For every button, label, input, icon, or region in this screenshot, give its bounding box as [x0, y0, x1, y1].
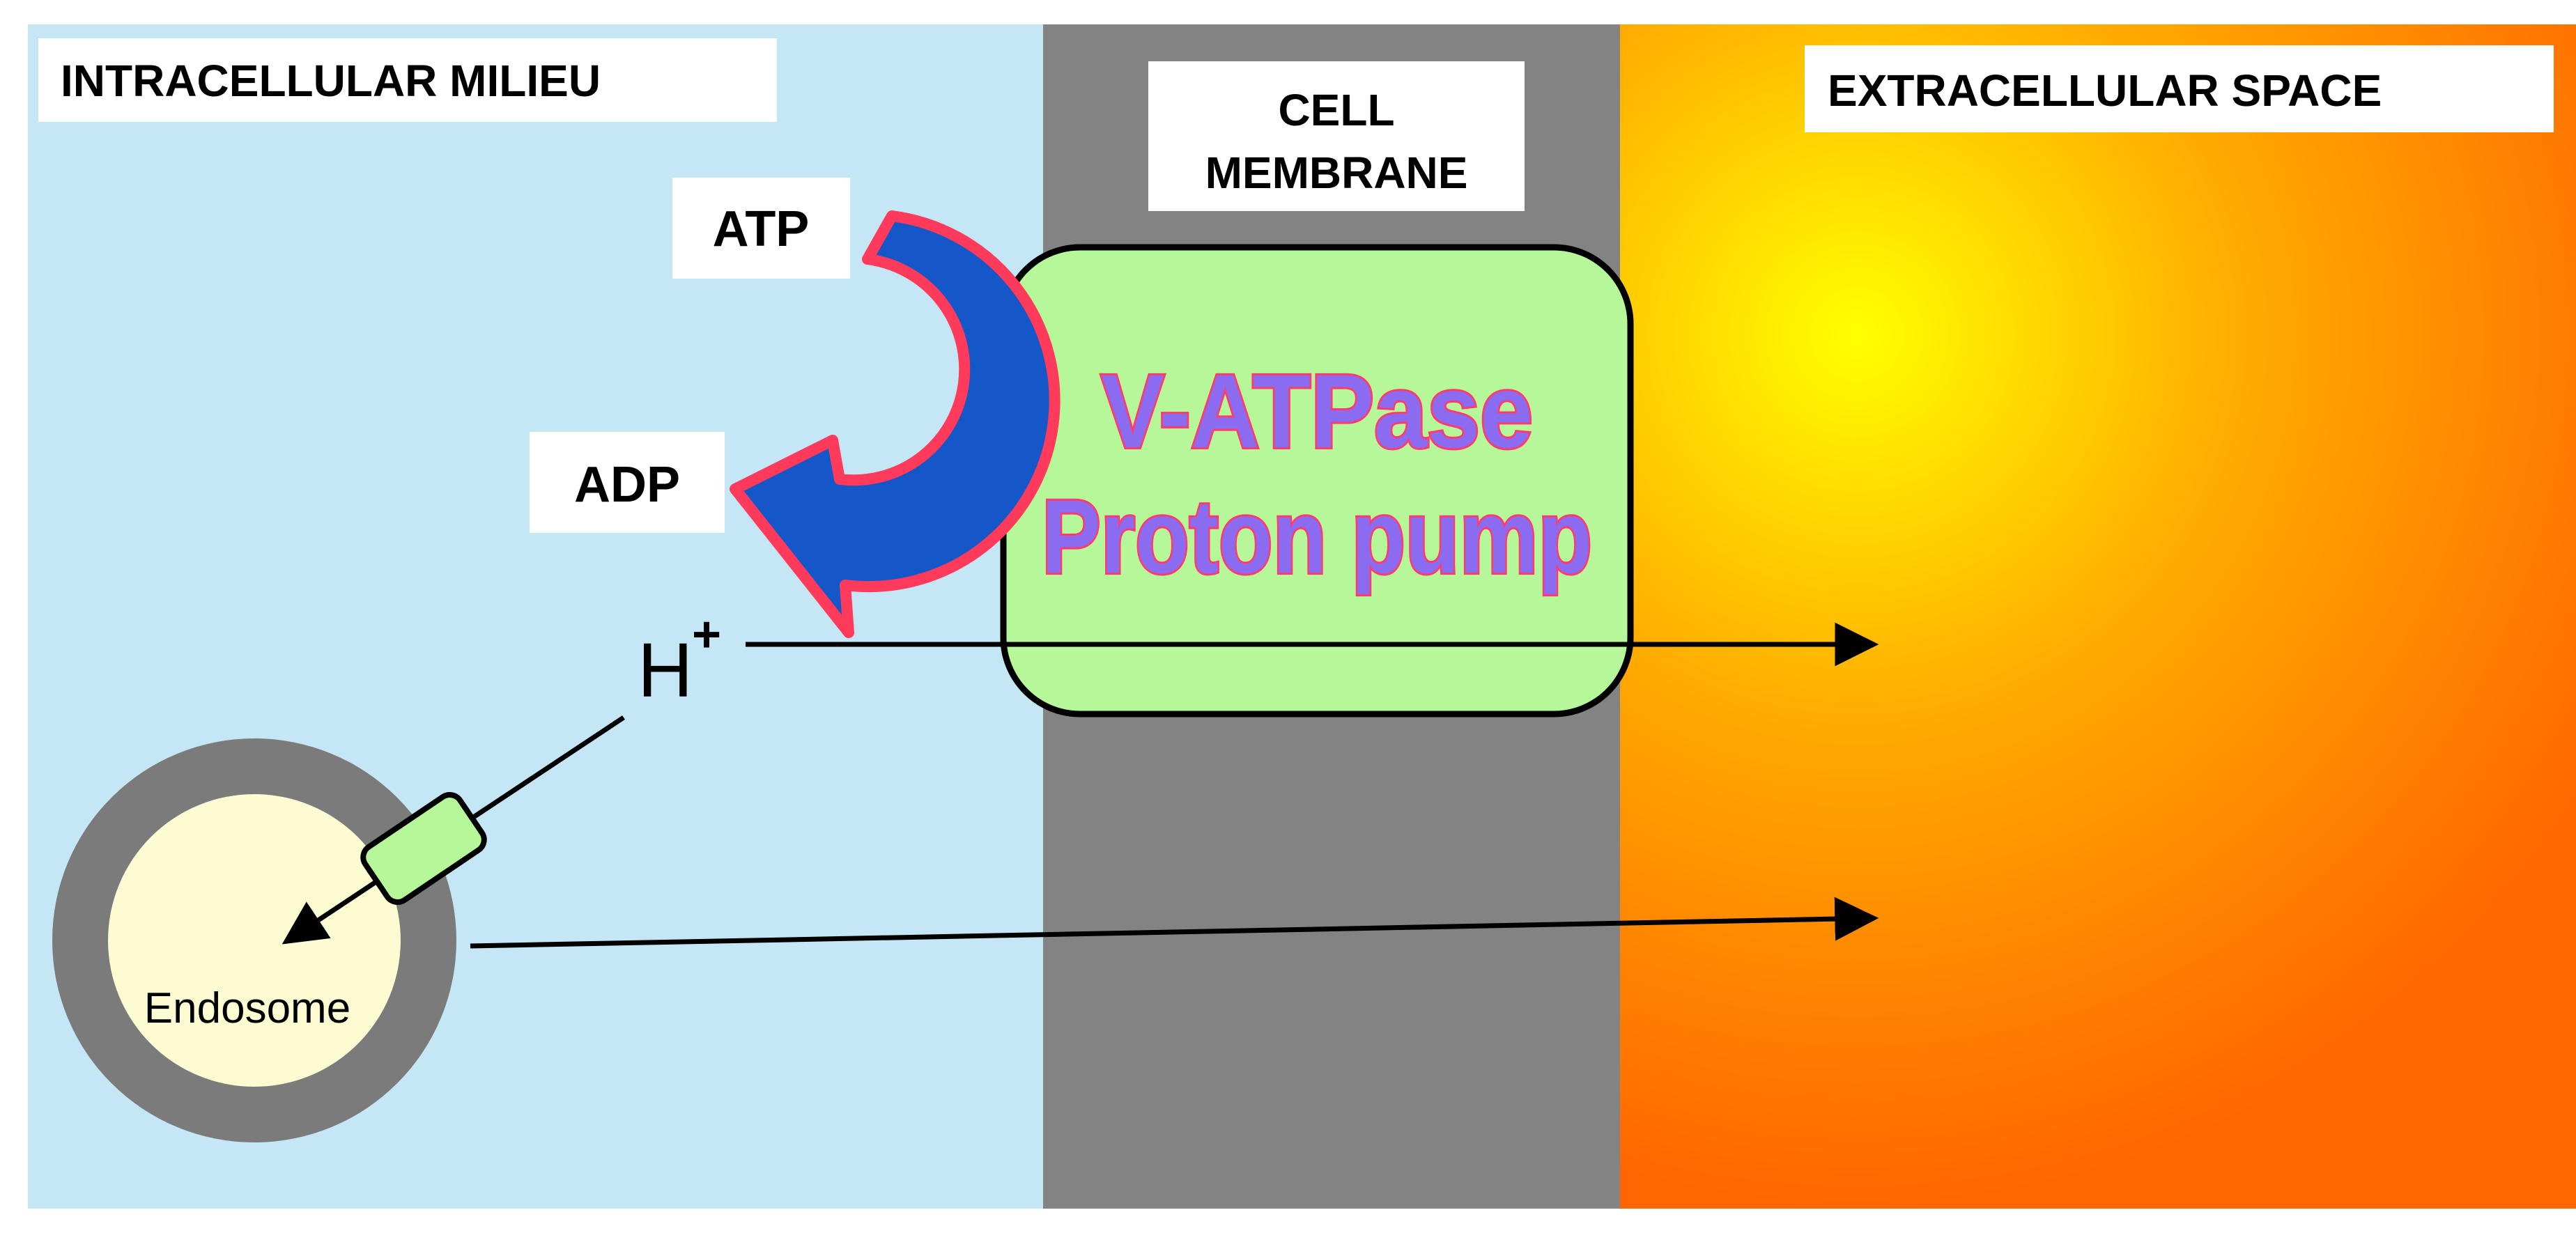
atp-label: ATP	[713, 201, 810, 257]
atp-label-box: ATP	[672, 178, 850, 279]
endosome-interior	[108, 794, 401, 1087]
extracellular-label-box: EXTRACELLULAR SPACE	[1805, 45, 2554, 132]
adp-label-box: ADP	[530, 432, 725, 533]
extracellular-label: EXTRACELLULAR SPACE	[1828, 65, 2382, 116]
proton-charge: +	[692, 607, 721, 662]
adp-label: ADP	[574, 457, 680, 513]
endosome-label: Endosome	[144, 984, 350, 1032]
atp-adp-arrow	[730, 210, 1061, 638]
membrane-label-line2: MEMBRANE	[1205, 148, 1468, 198]
membrane-label-box: CELL MEMBRANE	[1148, 61, 1525, 211]
proton-symbol: H	[638, 628, 693, 713]
pump-title-line2: Proton pump	[1042, 478, 1592, 595]
endosome-channel	[360, 791, 487, 906]
pump-title-line1: V-ATPase	[1101, 352, 1533, 470]
extracellular-region	[1620, 24, 2576, 1209]
endosome-export-arrow	[470, 897, 1879, 949]
membrane-label-line1: CELL	[1278, 85, 1394, 135]
intracellular-label: INTRACELLULAR MILIEU	[61, 56, 601, 106]
intracellular-label-box: INTRACELLULAR MILIEU	[38, 38, 777, 122]
